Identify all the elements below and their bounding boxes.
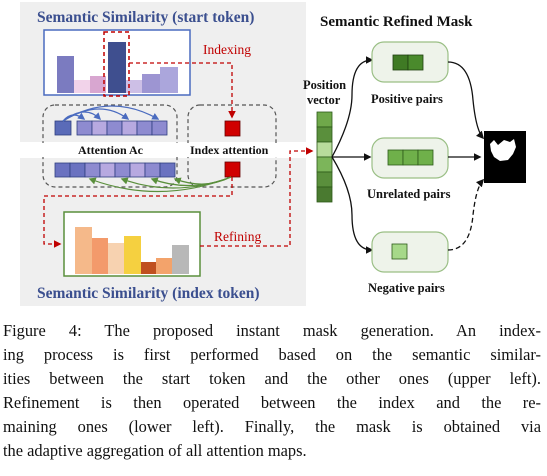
start-bar	[126, 80, 142, 93]
index-bar	[124, 236, 141, 274]
token-cell	[54, 162, 71, 178]
position-cell	[316, 141, 333, 158]
caption-line: Refinement is then operated between the …	[3, 393, 541, 412]
refining-label: Refining	[214, 229, 261, 244]
token-cell	[159, 162, 176, 178]
position-vector-label-2: vector	[307, 93, 341, 107]
index-panel-title: Semantic Similarity (index token)	[37, 285, 260, 302]
token-cell	[106, 120, 123, 136]
index-bar	[92, 238, 108, 274]
index-attention-arcs	[88, 176, 232, 193]
attention-arcs	[62, 105, 160, 122]
index-token-similarity-chart	[63, 211, 201, 277]
negative-cell	[391, 243, 408, 260]
positive-pairs-label: Positive pairs	[371, 92, 443, 106]
position-cell	[316, 171, 333, 188]
caption-line: ities between the start token and the ot…	[3, 369, 541, 388]
position-cell	[316, 156, 333, 173]
mask-title: Semantic Refined Mask	[320, 14, 473, 30]
token-cell	[69, 162, 86, 178]
start-highlight-box	[103, 31, 130, 97]
refining-arrow	[200, 147, 314, 247]
position-vector-label-1: Position	[303, 78, 346, 92]
position-cell	[316, 126, 333, 143]
start-bar	[142, 74, 160, 93]
caption-line: maining ones (lower left). Finally, the …	[3, 417, 541, 436]
index-token-top	[224, 120, 241, 137]
aggregation-arrows	[447, 61, 485, 251]
indexing-label: Indexing	[203, 42, 251, 57]
attention-bottom-row	[54, 162, 176, 178]
start-bar	[108, 42, 126, 93]
index-bar	[75, 227, 92, 274]
position-cell	[316, 111, 333, 128]
refined-mask-image	[484, 131, 526, 183]
token-cell	[76, 120, 93, 136]
index-to-refine-arrow	[43, 177, 233, 248]
start-bar	[74, 80, 90, 93]
negative-pairs-label: Negative pairs	[368, 281, 445, 295]
caption-line: the adaptive aggregation of all attentio…	[3, 441, 307, 460]
position-vector	[316, 111, 333, 203]
branch-arrows	[331, 56, 374, 254]
caption-line: Figure 4: The proposed instant mask gene…	[3, 321, 541, 340]
start-bar	[160, 67, 178, 93]
token-cell	[99, 162, 116, 178]
figure-caption: Figure 4: The proposed instant mask gene…	[3, 319, 541, 463]
token-cell	[121, 120, 138, 136]
token-cell	[84, 162, 101, 178]
caption-line: ing process is first performed based on …	[3, 345, 541, 364]
positive-cell	[407, 54, 424, 71]
unrelated-cell	[417, 149, 434, 166]
unrelated-pairs-label: Unrelated pairs	[367, 187, 451, 201]
token-cell	[129, 162, 146, 178]
token-cell	[136, 120, 153, 136]
start-bar	[90, 76, 106, 93]
unrelated-cell	[402, 149, 419, 166]
token-cell	[144, 162, 161, 178]
start-token-similarity-chart	[43, 29, 191, 97]
unrelated-cell	[387, 149, 404, 166]
start-bar	[57, 56, 74, 93]
start-panel-title: Semantic Similarity (start token)	[37, 9, 254, 26]
index-bar	[108, 243, 124, 274]
index-bar	[172, 245, 189, 274]
label-band	[20, 143, 306, 157]
mask-shape	[490, 139, 516, 161]
instant-mask-generation-figure: Semantic Similarity (start token) Indexi…	[20, 2, 526, 306]
index-attention-label: Index attention	[190, 143, 269, 157]
token-cell	[151, 120, 168, 136]
negative-pairs-box	[371, 231, 449, 273]
start-token-cell	[54, 120, 72, 136]
token-cell	[91, 120, 108, 136]
positive-cell	[392, 54, 409, 71]
index-token-bottom	[224, 161, 241, 178]
attention-top-row	[54, 120, 168, 136]
token-cell	[114, 162, 131, 178]
attention-label: Attention Ac	[78, 143, 144, 157]
position-cell	[316, 186, 333, 203]
index-bar	[156, 258, 172, 274]
index-bar	[141, 262, 156, 274]
